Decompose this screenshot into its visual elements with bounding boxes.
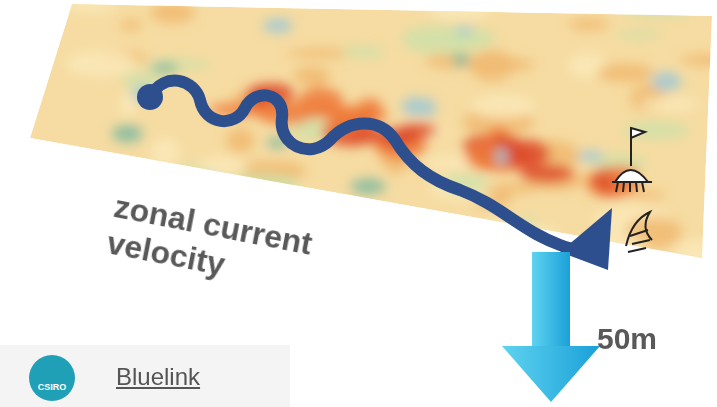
heat-patch: [342, 46, 385, 58]
heat-patch: [151, 2, 195, 23]
heat-patch: [632, 191, 665, 199]
heat-patch: [151, 63, 179, 74]
heat-patch: [578, 151, 604, 162]
depth-label: 50m: [597, 322, 657, 355]
heat-patch: [402, 97, 429, 116]
heat-patch: [432, 236, 460, 247]
heat-patch: [452, 53, 470, 66]
heat-patch: [329, 236, 404, 253]
heat-patch: [355, 224, 412, 247]
axis-label-text: zonal current velocity: [104, 188, 315, 282]
heat-patch: [358, 98, 383, 116]
depth-arrow: [502, 252, 600, 402]
heat-patch: [465, 141, 507, 170]
heat-patch: [263, 19, 293, 33]
heat-patch: [673, 239, 717, 268]
heat-patch: [309, 80, 325, 88]
heat-patch: [623, 121, 688, 139]
heat-patch: [64, 0, 117, 12]
heat-patch: [226, 128, 254, 153]
float-icon: [612, 128, 652, 192]
heat-patch: [230, 182, 291, 203]
heat-patch: [225, 173, 298, 194]
heat-patch: [495, 148, 508, 164]
heat-patch: [151, 137, 181, 167]
axis-label: zonal current velocity: [104, 188, 383, 312]
heat-patch: [623, 4, 693, 17]
heat-patch: [65, 50, 136, 77]
heat-patch: [198, 157, 247, 177]
heat-patch: [193, 175, 221, 190]
logo-circle: CSIRO: [29, 355, 75, 401]
heat-patch: [471, 95, 535, 119]
brand-link-text: Bluelink: [116, 363, 200, 390]
wave-icon: [626, 212, 652, 252]
heat-patch: [680, 54, 717, 65]
heat-patch: [569, 19, 609, 31]
heat-patch: [640, 97, 698, 111]
logo-text: CSIRO: [38, 382, 67, 392]
brand-link: Bluelink: [116, 364, 200, 390]
heat-patch: [597, 63, 654, 81]
depth-label-text: 50m: [597, 322, 657, 355]
heat-patch: [455, 26, 474, 34]
start-dot: [137, 84, 163, 110]
heat-patch: [651, 72, 681, 91]
heat-patch: [485, 183, 537, 193]
heat-patch: [427, 0, 492, 20]
heat-patch: [471, 50, 514, 82]
heat-patch: [112, 124, 143, 142]
heat-patch: [120, 20, 142, 30]
heat-patch: [350, 179, 386, 195]
logo-band: [0, 345, 290, 407]
heat-patch: [495, 147, 532, 166]
heat-patch: [172, 178, 241, 196]
heat-patch: [23, 229, 56, 242]
heat-patch: [616, 31, 661, 39]
